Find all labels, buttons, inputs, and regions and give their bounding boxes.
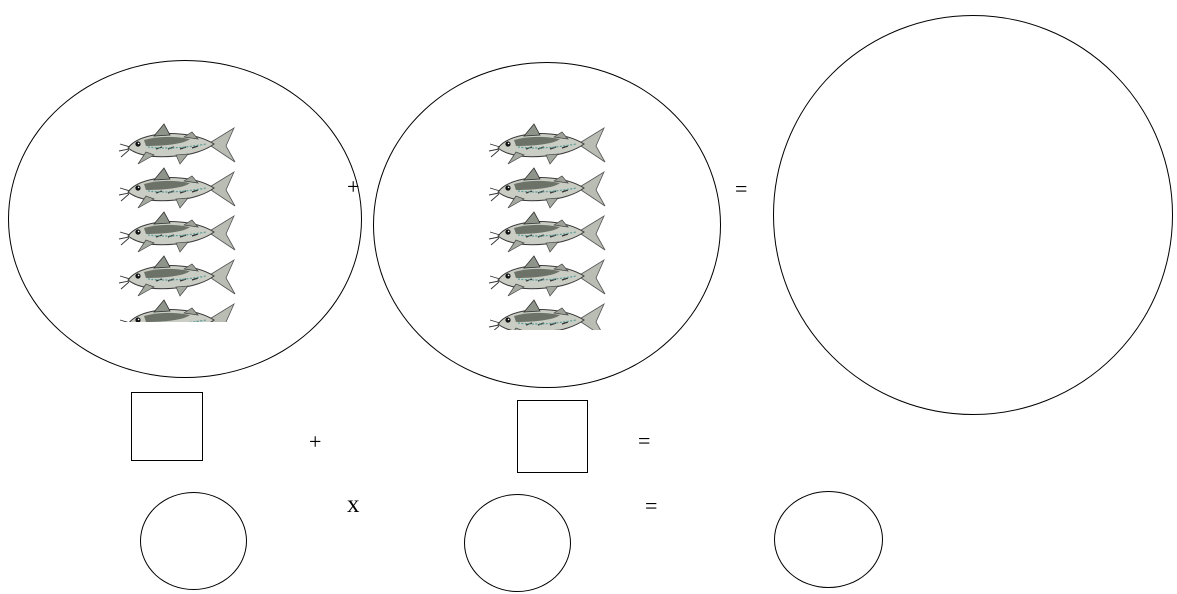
catfish-icon <box>488 211 606 253</box>
catfish-icon <box>118 211 236 253</box>
middle-fish-group-circle <box>373 62 721 388</box>
left-count-box[interactable] <box>131 392 203 461</box>
left-fish-stack-svg <box>118 123 236 322</box>
middle-answer-circle[interactable] <box>464 494 571 592</box>
left-fish-stack <box>118 122 240 322</box>
result-circle[interactable] <box>773 15 1173 415</box>
plus-operator-middle: + <box>309 429 322 454</box>
catfish-icon <box>488 299 606 330</box>
result-answer-circle[interactable] <box>774 491 883 588</box>
catfish-icon <box>488 167 606 209</box>
times-operator-bottom: x <box>347 491 360 518</box>
plus-operator-top: + <box>347 174 360 199</box>
equals-operator-bottom: = <box>645 493 658 518</box>
left-answer-circle[interactable] <box>140 492 247 590</box>
equals-operator-top: = <box>735 176 748 201</box>
catfish-icon <box>118 255 236 297</box>
left-fish-group-circle <box>8 60 362 378</box>
catfish-icon <box>118 167 236 209</box>
middle-fish-stack-svg <box>488 123 606 330</box>
catfish-icon <box>488 123 606 165</box>
catfish-icon <box>118 299 236 322</box>
middle-count-box[interactable] <box>517 400 588 473</box>
middle-fish-stack <box>488 122 610 330</box>
equals-operator-middle: = <box>638 428 651 453</box>
catfish-icon <box>488 255 606 297</box>
catfish-icon <box>118 123 236 165</box>
